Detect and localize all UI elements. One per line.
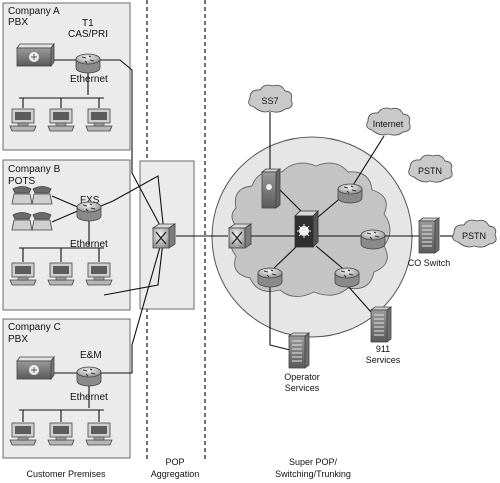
atm-switch-icon bbox=[228, 223, 252, 249]
zone-label-pop-2: Aggregation bbox=[151, 469, 200, 479]
router-icon bbox=[76, 366, 102, 387]
company-c-title: Company C bbox=[8, 322, 61, 333]
pstn-inner-label: PSTN bbox=[418, 166, 442, 176]
company-c-subtitle: PBX bbox=[8, 334, 28, 345]
company-a-subtitle: PBX bbox=[8, 17, 28, 28]
router-icon bbox=[76, 201, 102, 222]
phone-icon bbox=[11, 186, 33, 205]
services-911-label-1: 911 bbox=[376, 344, 390, 354]
company-a-trunk-label-2: CAS/PRI bbox=[68, 29, 108, 40]
server-tower-icon bbox=[418, 217, 440, 254]
workstation-icon bbox=[47, 262, 75, 286]
operator-label-2: Services bbox=[285, 383, 320, 393]
router-icon bbox=[75, 53, 101, 74]
zone-label-super-2: Switching/Trunking bbox=[275, 469, 351, 479]
zone-label-pop-1: POP bbox=[165, 457, 184, 467]
ss7-label: SS7 bbox=[261, 96, 278, 106]
company-b-subtitle: POTS bbox=[8, 176, 36, 187]
services-911-label-2: Services bbox=[366, 355, 401, 365]
pstn-outer-label: PSTN bbox=[462, 231, 486, 241]
workstation-icon bbox=[85, 108, 113, 132]
workstation-icon bbox=[85, 262, 113, 286]
zone-label-customer: Customer Premises bbox=[26, 469, 106, 479]
signaling-server-icon bbox=[260, 168, 282, 209]
phone-icon bbox=[31, 212, 53, 231]
company-a-title: Company A bbox=[8, 6, 60, 17]
router-icon bbox=[360, 229, 386, 250]
pbx-icon bbox=[16, 43, 55, 67]
workstation-icon bbox=[9, 422, 37, 446]
zone-label-super-1: Super POP/ bbox=[289, 457, 338, 467]
multilayer-switch-icon bbox=[294, 210, 319, 248]
company-c-lan-label: Ethernet bbox=[70, 392, 108, 403]
workstation-icon bbox=[47, 108, 75, 132]
company-c-trunk-label: E&M bbox=[80, 350, 102, 361]
company-a-trunk-label-1: T1 bbox=[82, 18, 94, 29]
operator-label-1: Operator bbox=[284, 372, 320, 382]
company-b-lan-label: Ethernet bbox=[70, 239, 108, 250]
phone-icon bbox=[11, 212, 33, 231]
server-tower-icon bbox=[288, 332, 310, 369]
router-icon bbox=[334, 267, 360, 288]
atm-switch-icon bbox=[152, 223, 176, 249]
pbx-icon bbox=[16, 356, 55, 380]
server-tower-icon bbox=[370, 306, 392, 343]
internet-label: Internet bbox=[373, 119, 404, 129]
workstation-icon bbox=[85, 422, 113, 446]
phone-icon bbox=[31, 186, 53, 205]
company-b-trunk-label: FXS bbox=[80, 195, 100, 206]
workstation-icon bbox=[9, 262, 37, 286]
workstation-icon bbox=[9, 108, 37, 132]
company-a-lan-label: Ethernet bbox=[70, 74, 108, 85]
router-icon bbox=[337, 183, 363, 204]
company-b-title: Company B bbox=[8, 164, 61, 175]
workstation-icon bbox=[47, 422, 75, 446]
router-icon bbox=[257, 267, 283, 288]
co-switch-label: CO Switch bbox=[408, 258, 451, 268]
